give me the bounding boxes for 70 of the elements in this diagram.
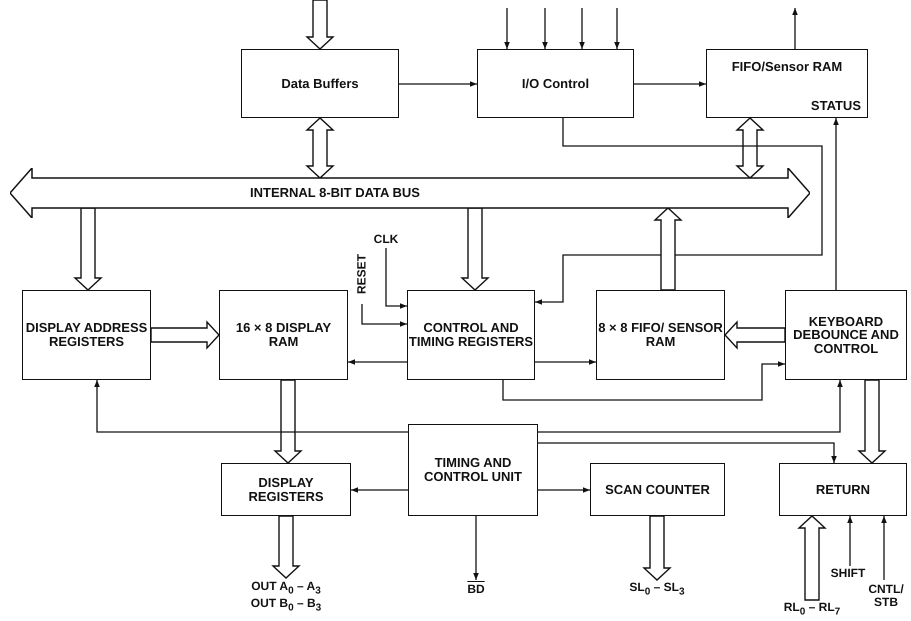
bus-arrow bbox=[735, 117, 765, 179]
bus-arrow bbox=[305, 117, 335, 179]
arrow bbox=[348, 359, 407, 365]
signal-label: RESET bbox=[356, 254, 368, 294]
arrow bbox=[399, 81, 477, 87]
arrow bbox=[473, 516, 479, 580]
signal-label: OUT B$_{0}$ – B$_{3}$ bbox=[250, 597, 322, 614]
arrow bbox=[847, 516, 853, 566]
signal-label: RL$_{0}$ – RL$_{7}$ bbox=[784, 600, 840, 618]
arrow bbox=[538, 487, 590, 493]
signal-label: BD bbox=[467, 582, 485, 596]
block-label: 8 × 8 FIFO/ SENSOR RAM bbox=[597, 321, 724, 349]
arrow bbox=[94, 380, 408, 433]
arrow bbox=[538, 380, 843, 433]
signal-label: OUT A$_{0}$ – A$_{3}$ bbox=[251, 580, 321, 597]
block-box bbox=[590, 463, 725, 516]
bus-label: INTERNAL 8-BIT DATA BUS bbox=[250, 186, 420, 200]
arrow bbox=[535, 359, 596, 365]
arrow bbox=[538, 442, 837, 463]
bus-arrow bbox=[642, 515, 672, 581]
bus-arrow bbox=[724, 320, 786, 350]
block-box bbox=[241, 49, 399, 118]
arrow bbox=[351, 487, 408, 493]
arrow bbox=[833, 118, 839, 290]
arrow bbox=[535, 118, 823, 305]
block-label: FIFO/Sensor RAM bbox=[730, 60, 844, 74]
signal-label: SL$_{0}$ – SL$_{3}$ bbox=[629, 580, 685, 598]
bus-arrow bbox=[857, 379, 887, 464]
arrow bbox=[579, 8, 585, 49]
signal-label: CNTL/ STB bbox=[868, 583, 904, 609]
bus-arrow bbox=[653, 207, 683, 291]
bus-arrow bbox=[305, 0, 335, 50]
arrow bbox=[881, 516, 887, 580]
arrow bbox=[385, 248, 407, 309]
block-box bbox=[219, 290, 348, 380]
block-box bbox=[779, 463, 907, 516]
block-label: I/O Control bbox=[522, 76, 590, 90]
block-box bbox=[596, 290, 725, 380]
bus-arrow bbox=[273, 379, 303, 464]
signal-label: SHIFT bbox=[830, 567, 866, 580]
block-label: Data Buffers bbox=[281, 76, 359, 90]
block-box bbox=[477, 49, 634, 118]
bus-arrow bbox=[797, 515, 827, 601]
arrow bbox=[634, 81, 706, 87]
arrow bbox=[504, 8, 510, 49]
block-label: CONTROL AND TIMING REGISTERS bbox=[408, 321, 534, 349]
block-label: 16 × 8 DISPLAY RAM bbox=[234, 321, 332, 349]
arrow bbox=[792, 8, 798, 49]
status-label: STATUS bbox=[810, 99, 861, 113]
arrow bbox=[614, 8, 620, 49]
block-label: KEYBOARD DEBOUNCE AND CONTROL bbox=[792, 314, 900, 356]
arrow bbox=[502, 361, 785, 401]
bus-arrow bbox=[271, 515, 301, 579]
block-box bbox=[408, 424, 538, 516]
block-box bbox=[221, 463, 351, 516]
block-label: SCAN COUNTER bbox=[605, 482, 710, 496]
block-label: DISPLAY REGISTERS bbox=[247, 476, 325, 504]
bus-arrow bbox=[73, 207, 103, 291]
block-box bbox=[785, 290, 907, 380]
arrow bbox=[542, 8, 548, 49]
block-box bbox=[407, 290, 535, 380]
arrow bbox=[361, 304, 407, 327]
block-box bbox=[706, 49, 868, 118]
block-box bbox=[22, 290, 151, 380]
bus-arrow bbox=[460, 207, 490, 291]
block-label: TIMING AND CONTROL UNIT bbox=[423, 456, 523, 484]
bus-arrow bbox=[150, 320, 220, 350]
block-label: DISPLAY ADDRESS REGISTERS bbox=[24, 321, 148, 349]
block-label: RETURN bbox=[816, 482, 870, 496]
signal-label: CLK bbox=[374, 232, 398, 246]
